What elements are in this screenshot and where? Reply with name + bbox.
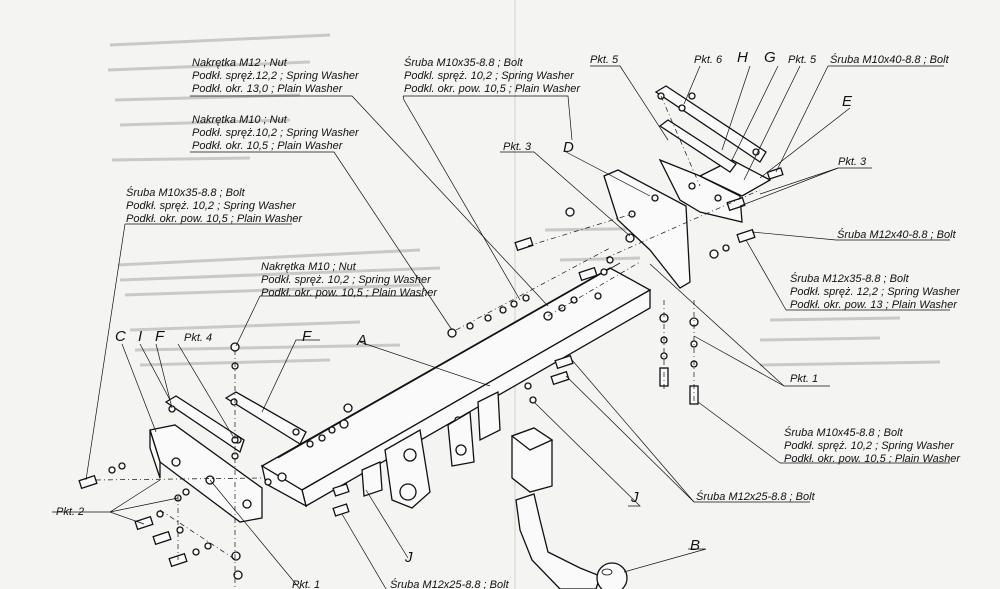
callout-nut-m10-upper-line-2: Podkł. spręż.10,2 ; Spring Washer — [192, 127, 360, 139]
label-part-j-bottom: J — [404, 549, 413, 566]
label-pkt3-left: Pkt. 3 — [503, 141, 532, 153]
label-part-e: E — [842, 93, 853, 110]
part-g-h-strap-plates — [654, 85, 767, 173]
part-c-left-bracket — [149, 424, 263, 523]
part-j-socket-housing — [510, 427, 554, 493]
label-pkt6: Pkt. 6 — [694, 54, 723, 66]
callout-bolt-m10x35-top-line-1: Śruba M10x35-8.8 ; Bolt — [404, 56, 524, 69]
callout-bolt-m12x35-line-1: Śruba M12x35-8.8 ; Bolt — [790, 272, 910, 285]
callout-bolt-m12x35: Śruba M12x35-8.8 ; Bolt Podkł. spręż. 12… — [790, 272, 961, 311]
callout-bolt-m10x35-top-line-2: Podkl. spręż. 10,2 ; Spring Washer — [404, 70, 575, 82]
callout-nut-m10-lower-line-3: Podkł. okr. pow. 10,5 ; Plain Washer — [261, 287, 438, 299]
callout-bolt-m10x45: Śruba M10x45-8.8 ; Bolt Podkł. spręż. 10… — [784, 426, 961, 465]
leader-lines — [52, 65, 950, 589]
label-pkt1-bottom: Pkt. 1 — [292, 579, 320, 589]
label-pkt3-right: Pkt. 3 — [838, 156, 867, 168]
part-b-towball — [515, 493, 628, 589]
part-d-right-bracket — [603, 169, 691, 289]
label-part-c: C — [115, 328, 126, 345]
callout-nut-m10-upper: Nakrętka M10 ; Nut Podkł. spręż.10,2 ; S… — [192, 114, 360, 152]
label-part-i: I — [138, 328, 142, 345]
label-part-d: D — [563, 139, 574, 156]
callout-bolt-m12x40: Śruba M12x40-8.8 ; Bolt — [837, 228, 957, 241]
label-pkt5-left: Pkt. 5 — [590, 54, 619, 66]
callout-bolt-m12x25-bottom: Śruba M12x25-8.8 ; Bolt — [390, 578, 510, 589]
label-part-j-right: J — [630, 489, 639, 506]
label-pkt2: Pkt. 2 — [56, 506, 84, 518]
callout-nut-m10-lower-line-2: Podkł. spręż. 10,2 ; Spring Washer — [261, 274, 432, 286]
callout-bolt-m10x45-line-2: Podkł. spręż. 10,2 ; Spring Washer — [784, 440, 955, 452]
label-pkt4: Pkt. 4 — [184, 332, 212, 344]
callout-bolt-m12x35-line-2: Podkł. spręż. 12,2 ; Spring Washer — [790, 286, 961, 298]
label-part-a: A — [356, 332, 367, 349]
callout-bolt-m10x35-top: Śruba M10x35-8.8 ; Bolt Podkl. spręż. 10… — [404, 56, 581, 95]
callout-bolt-m10x35-left-line-2: Podkł. spręż. 10,2 ; Spring Washer — [126, 200, 297, 212]
label-part-g: G — [764, 49, 776, 66]
callout-bolt-m10x35-left-line-1: Śruba M10x35-8.8 ; Bolt — [126, 186, 246, 199]
part-tow-mount-plate — [361, 390, 501, 509]
part-a-crossbar — [260, 262, 652, 508]
part-f-plates — [164, 391, 307, 454]
callout-nut-m12-line-2: Podkł. spręż.12,2 ; Spring Washer — [192, 70, 360, 82]
callout-nut-m10-lower: Nakrętka M10 ; Nut Podkł. spręż. 10,2 ; … — [261, 261, 438, 299]
callout-nut-m10-upper-line-3: Podkł. okr. 10,5 ; Plain Washer — [192, 140, 344, 152]
callout-bolt-m12x35-line-3: Podkł. okr. pow. 13 ; Plain Washer — [790, 299, 958, 311]
label-part-b: B — [690, 537, 700, 554]
callout-nut-m10-lower-line-1: Nakrętka M10 ; Nut — [261, 261, 357, 273]
assembly-centre-lines — [95, 95, 761, 589]
label-pkt5-right: Pkt. 5 — [788, 54, 817, 66]
part-e-upper-bracket — [658, 158, 772, 223]
callout-nut-m10-upper-line-1: Nakrętka M10 ; Nut — [192, 114, 288, 126]
callout-bolt-m12x25-right: Śruba M12x25-8.8 ; Bolt — [696, 490, 816, 503]
paper-fold-line — [514, 0, 516, 589]
callout-bolt-m10x45-line-3: Podkł. okr. pow. 10,5 ; Plain Washer — [784, 453, 961, 465]
label-part-f-right: F — [302, 328, 312, 345]
label-part-h: H — [737, 49, 748, 66]
fasteners — [78, 92, 784, 580]
callout-bolt-m10x35-top-line-3: Podkl. okr. pow. 10,5 ; Plain Washer — [404, 83, 581, 95]
callout-bolt-m10x45-line-1: Śruba M10x45-8.8 ; Bolt — [784, 426, 904, 439]
callout-nut-m12-line-3: Podkł. okr. 13,0 ; Plain Washer — [192, 83, 344, 95]
label-pkt1-right: Pkt. 1 — [790, 373, 818, 385]
callout-nut-m12-line-1: Nakrętka M12 ; Nut — [192, 57, 288, 69]
callout-nut-m12: Nakrętka M12 ; Nut Podkł. spręż.12,2 ; S… — [192, 57, 360, 95]
callout-bolt-m10x40: Śruba M10x40-8.8 ; Bolt — [830, 53, 950, 66]
callout-bolt-m10x35-left: Śruba M10x35-8.8 ; Bolt Podkł. spręż. 10… — [126, 186, 303, 225]
label-part-f-left: F — [155, 328, 165, 345]
callout-bolt-m10x35-left-line-3: Podkł. okr. pow. 10,5 ; Plain Washer — [126, 213, 303, 225]
